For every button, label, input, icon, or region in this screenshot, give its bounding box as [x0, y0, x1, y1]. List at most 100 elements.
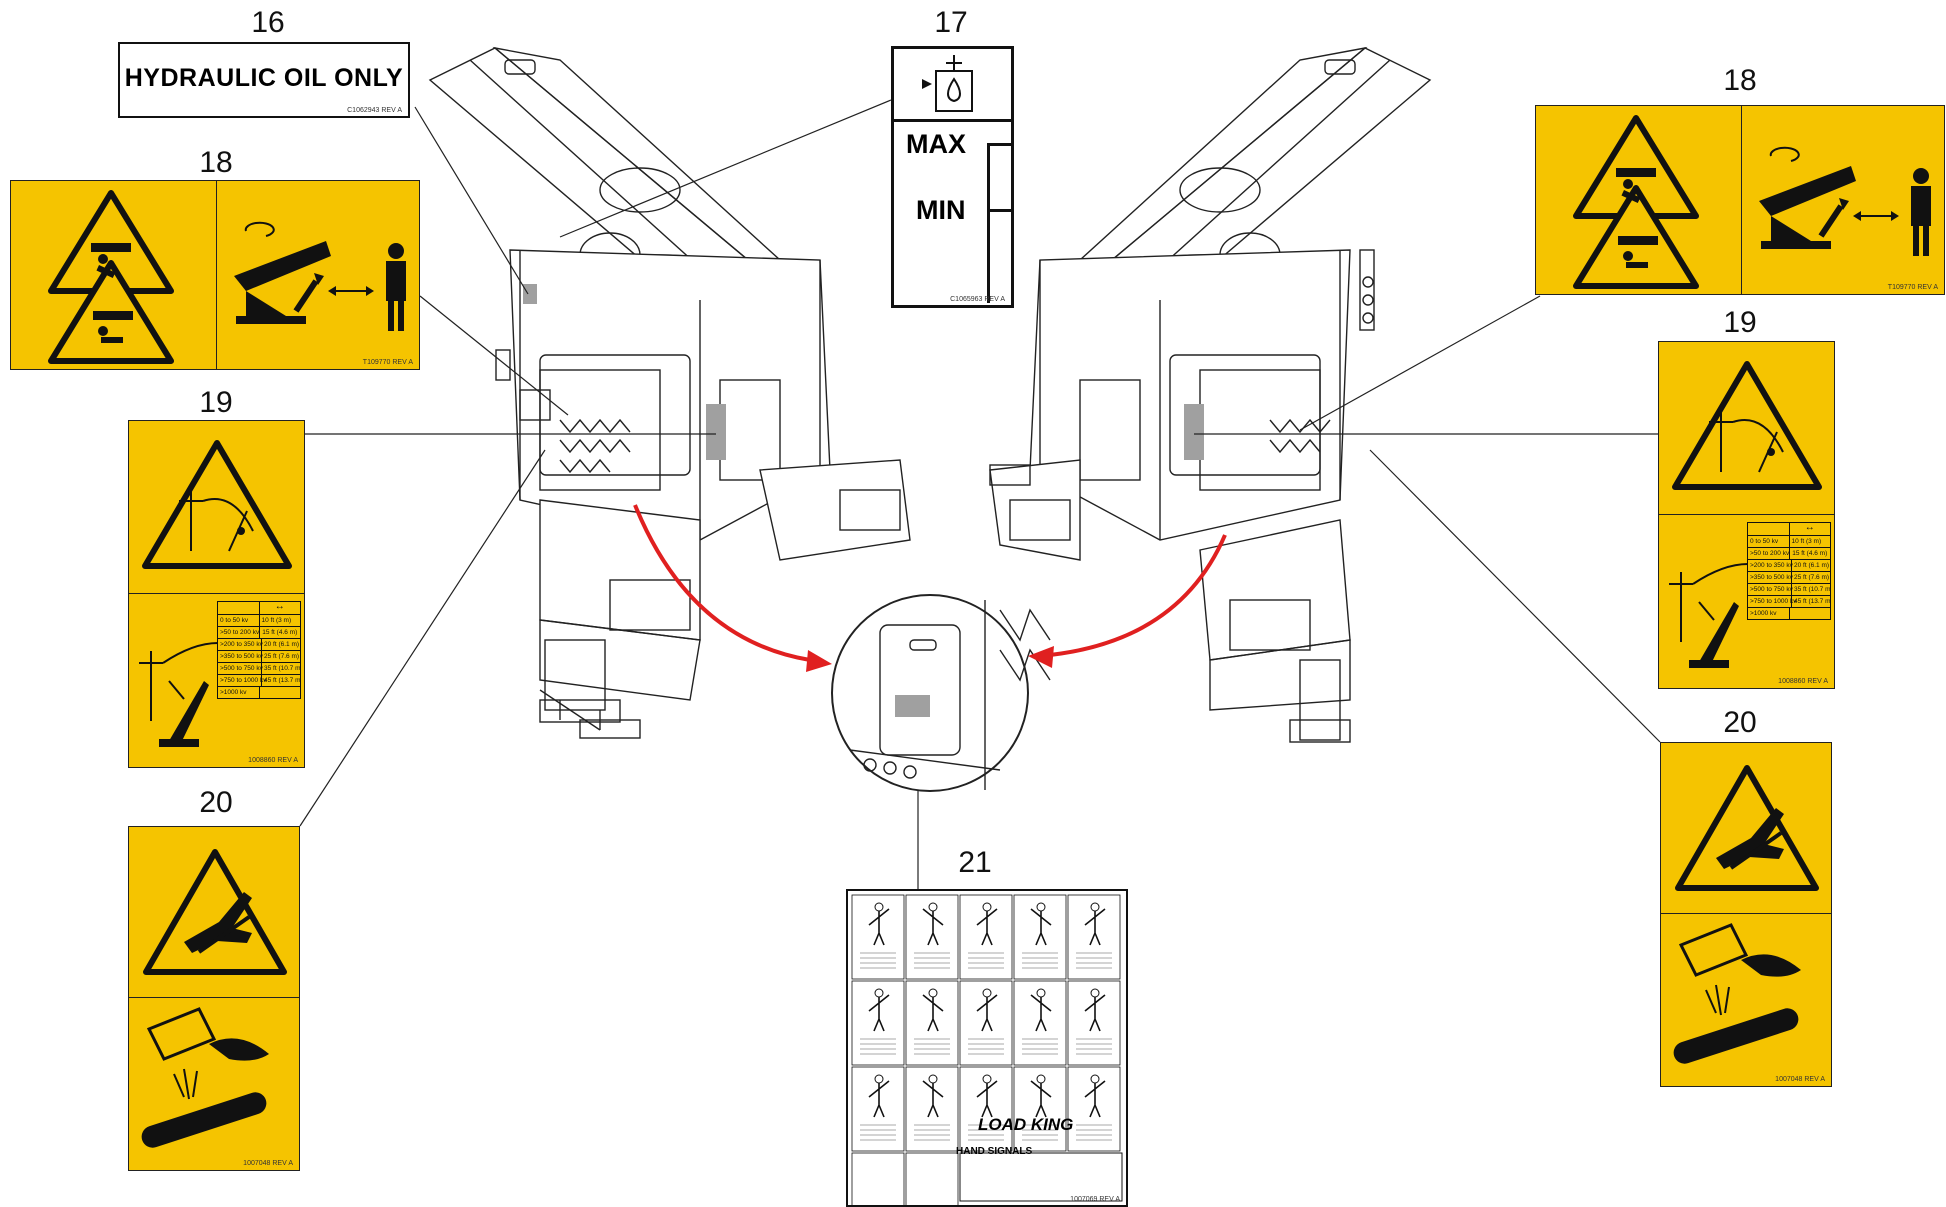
clearance-voltage: >350 to 500 kv [1750, 572, 1793, 583]
pinch-hazard-icon [1675, 765, 1819, 891]
swing-boom-icon [1759, 146, 1931, 256]
hand-signal-figure-icon [1067, 894, 1121, 980]
left-machine-drawing [428, 46, 911, 739]
crush-hazard-icon [48, 190, 174, 364]
decal-18-right: T109770 REV A [1535, 105, 1945, 295]
decal-19-left-rev: 1008860 REV A [248, 757, 298, 764]
decal-19-right-rev: 1008860 REV A [1778, 678, 1828, 685]
decal-16-text: HYDRAULIC OIL ONLY [124, 64, 404, 92]
clearance-distance: 20 ft (6.1 m) [264, 641, 300, 648]
leader-lines [299, 99, 1661, 889]
max-label: MAX [906, 129, 966, 159]
clearance-row: >1000 kv [1747, 608, 1831, 620]
power-line-telehandler-icon [139, 642, 219, 747]
clearance-distance: 25 ft (7.6 m) [264, 653, 300, 660]
clearance-voltage: 0 to 50 kv [218, 615, 260, 626]
hand-signals-grid [851, 894, 1123, 1205]
hand-signal-figure-icon [1013, 894, 1067, 980]
hand-signal-figure-icon [905, 1152, 959, 1205]
clearance-row: >1000 kv [217, 687, 301, 699]
clearance-voltage: >1000 kv [1748, 608, 1790, 619]
swing-boom-icon [234, 221, 406, 331]
clearance-distance [1790, 608, 1831, 619]
decal-21-rev: 1007069 REV A [1070, 1196, 1120, 1203]
clearance-distance: 15 ft (4.6 m) [262, 629, 298, 636]
decal-hand-signals: LOAD KING HAND SIGNALS 1007069 REV A [846, 889, 1128, 1207]
load-king-logo: LOAD KING [978, 1115, 1074, 1134]
callout-19-left: 19 [199, 386, 233, 419]
clearance-distance: 35 ft (10.7 m) [1794, 586, 1831, 593]
power-line-telehandler-icon [1669, 563, 1749, 668]
clearance-voltage: >750 to 1000 kv [1750, 596, 1797, 607]
hand-signal-figure-icon [851, 1152, 905, 1205]
decal-20-right: 1007048 REV A [1660, 742, 1832, 1087]
right-machine-drawing [989, 46, 1432, 743]
callout-17: 17 [934, 6, 968, 39]
clearance-distance: 20 ft (6.1 m) [1794, 562, 1830, 569]
decal-18-left: T109770 REV A [10, 180, 420, 370]
clearance-distance [260, 687, 301, 698]
hot-fluid-injection-icon [141, 1007, 269, 1148]
clearance-distance: 45 ft (13.7 m) [264, 677, 301, 684]
decal-17-rev: C1065963 REV A [950, 296, 1005, 303]
clearance-distance: 25 ft (7.6 m) [1794, 574, 1830, 581]
red-arrows [633, 504, 1227, 662]
hand-signal-figure-icon [851, 980, 905, 1066]
decal-20-left-rev: 1007048 REV A [243, 1160, 293, 1167]
clearance-voltage: >1000 kv [218, 687, 260, 698]
callout-20-right: 20 [1723, 706, 1757, 739]
hand-signal-figure-icon [1067, 980, 1121, 1066]
hand-signal-figure-icon [905, 1066, 959, 1152]
clearance-distance: 10 ft (3 m) [261, 617, 292, 624]
hand-signal-figure-icon [851, 1066, 905, 1152]
clearance-voltage: >200 to 350 kv [220, 639, 263, 650]
decal-18-right-rev: T109770 REV A [1887, 284, 1938, 291]
clearance-voltage: >750 to 1000 kv [220, 675, 267, 686]
electrocution-hazard-icon [1672, 361, 1822, 490]
hand-signal-figure-icon [959, 980, 1013, 1066]
clearance-voltage: >350 to 500 kv [220, 651, 263, 662]
decal-18-left-rev: T109770 REV A [362, 359, 413, 366]
callout-20-left: 20 [199, 786, 233, 819]
detail-circle [831, 594, 1029, 792]
decal-20-left: 1007048 REV A [128, 826, 300, 1171]
hand-signal-figure-icon [1067, 1066, 1121, 1152]
callout-18-left: 18 [199, 146, 233, 179]
decal-oil-level: MAX MIN C1065963 REV A [891, 46, 1014, 308]
crush-hazard-icon [1573, 115, 1699, 289]
callout-16: 16 [251, 6, 285, 39]
clearance-voltage: 0 to 50 kv [1748, 536, 1790, 547]
hand-signal-figure-icon [959, 1066, 1013, 1152]
callout-18-right: 18 [1723, 64, 1757, 97]
detail-circle-content [849, 600, 1051, 790]
hand-signal-figure-icon [1013, 1066, 1067, 1152]
callout-19-right: 19 [1723, 306, 1757, 339]
hand-signals-title: HAND SIGNALS [956, 1146, 1033, 1157]
clearance-voltage: >200 to 350 kv [1750, 560, 1793, 571]
hand-signal-figure-icon [959, 894, 1013, 980]
oil-reservoir-icon [922, 55, 973, 112]
clearance-voltage: >500 to 750 kv [1750, 584, 1793, 595]
clearance-distance: 15 ft (4.6 m) [1792, 550, 1828, 557]
decal-20-right-rev: 1007048 REV A [1775, 1076, 1825, 1083]
callout-21: 21 [958, 846, 992, 879]
clearance-distance: 10 ft (3 m) [1791, 538, 1822, 545]
hand-signal-figure-icon [905, 980, 959, 1066]
decal-hydraulic-oil-only: HYDRAULIC OIL ONLY C1062943 REV A [118, 42, 410, 118]
clearance-distance: 45 ft (13.7 m) [1794, 598, 1831, 605]
clearance-voltage: >500 to 750 kv [220, 663, 263, 674]
hot-fluid-injection-icon [1673, 923, 1801, 1064]
